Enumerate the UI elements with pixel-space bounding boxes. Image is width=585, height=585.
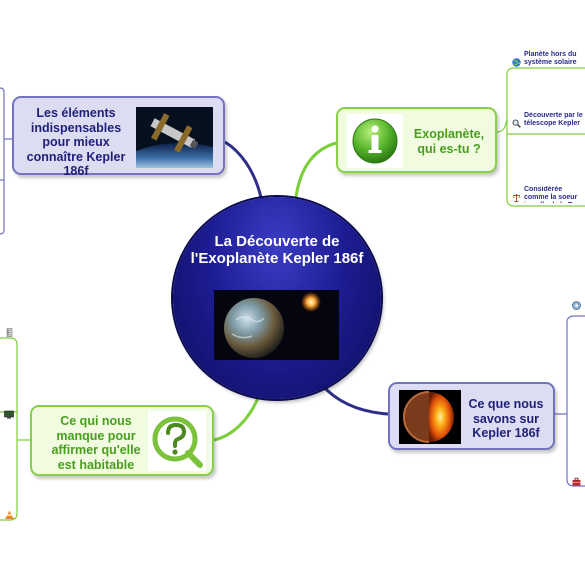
link-savons xyxy=(320,384,389,416)
magnifier-icon xyxy=(512,115,521,128)
exoplanete-leaf-bracket xyxy=(496,67,585,207)
question-icon xyxy=(148,411,206,471)
scales-icon xyxy=(512,189,521,202)
central-topic[interactable]: La Découverte de l'Exoplanète Kepler 186… xyxy=(173,197,381,399)
toolbox-icon xyxy=(572,473,581,486)
hubble-telescope-image xyxy=(136,107,213,168)
manque-leaf-bracket xyxy=(0,337,30,521)
branch-savons[interactable]: Ce que nous savons sur Kepler 186f xyxy=(388,382,555,450)
leaf-planete-hors[interactable]: Planète hors du système solaire xyxy=(524,51,577,66)
leaf-soeur-jumelle[interactable]: Considérée comme la soeur jumelle de la … xyxy=(524,186,585,203)
planet-interior-image xyxy=(399,390,461,444)
monitor-icon xyxy=(4,406,14,419)
branch-savons-label: Ce que nous savons sur Kepler 186f xyxy=(468,397,544,440)
branch-manque-label: Ce qui nous manque pour affirmer qu'elle… xyxy=(51,414,141,472)
link-exoplanete xyxy=(294,141,337,198)
elements-leaf-bracket xyxy=(0,87,13,235)
traffic-cone-icon xyxy=(5,506,14,519)
info-icon xyxy=(347,114,403,168)
branch-exoplanete-label: Exoplanète, qui es-tu ? xyxy=(413,127,485,156)
branch-elements[interactable]: Les éléments indispensables pour mieux c… xyxy=(12,96,225,178)
link-manque xyxy=(213,392,262,442)
exoplanet-illustration xyxy=(214,290,339,360)
ruler-icon xyxy=(5,324,14,337)
branch-manque[interactable]: Ce qui nous manque pour affirmer qu'elle… xyxy=(30,405,214,476)
globe-icon xyxy=(512,54,521,67)
compass-icon xyxy=(572,297,581,310)
savons-leaf-bracket xyxy=(555,315,585,487)
branch-elements-label: Les éléments indispensables pour mieux c… xyxy=(26,106,126,178)
leaf-decouverte-kepler[interactable]: Découverte par le télescope Kepler xyxy=(524,112,583,127)
central-title: La Découverte de l'Exoplanète Kepler 186… xyxy=(190,233,364,267)
branch-exoplanete[interactable]: Exoplanète, qui es-tu ? xyxy=(336,107,497,173)
link-elements xyxy=(224,140,264,203)
